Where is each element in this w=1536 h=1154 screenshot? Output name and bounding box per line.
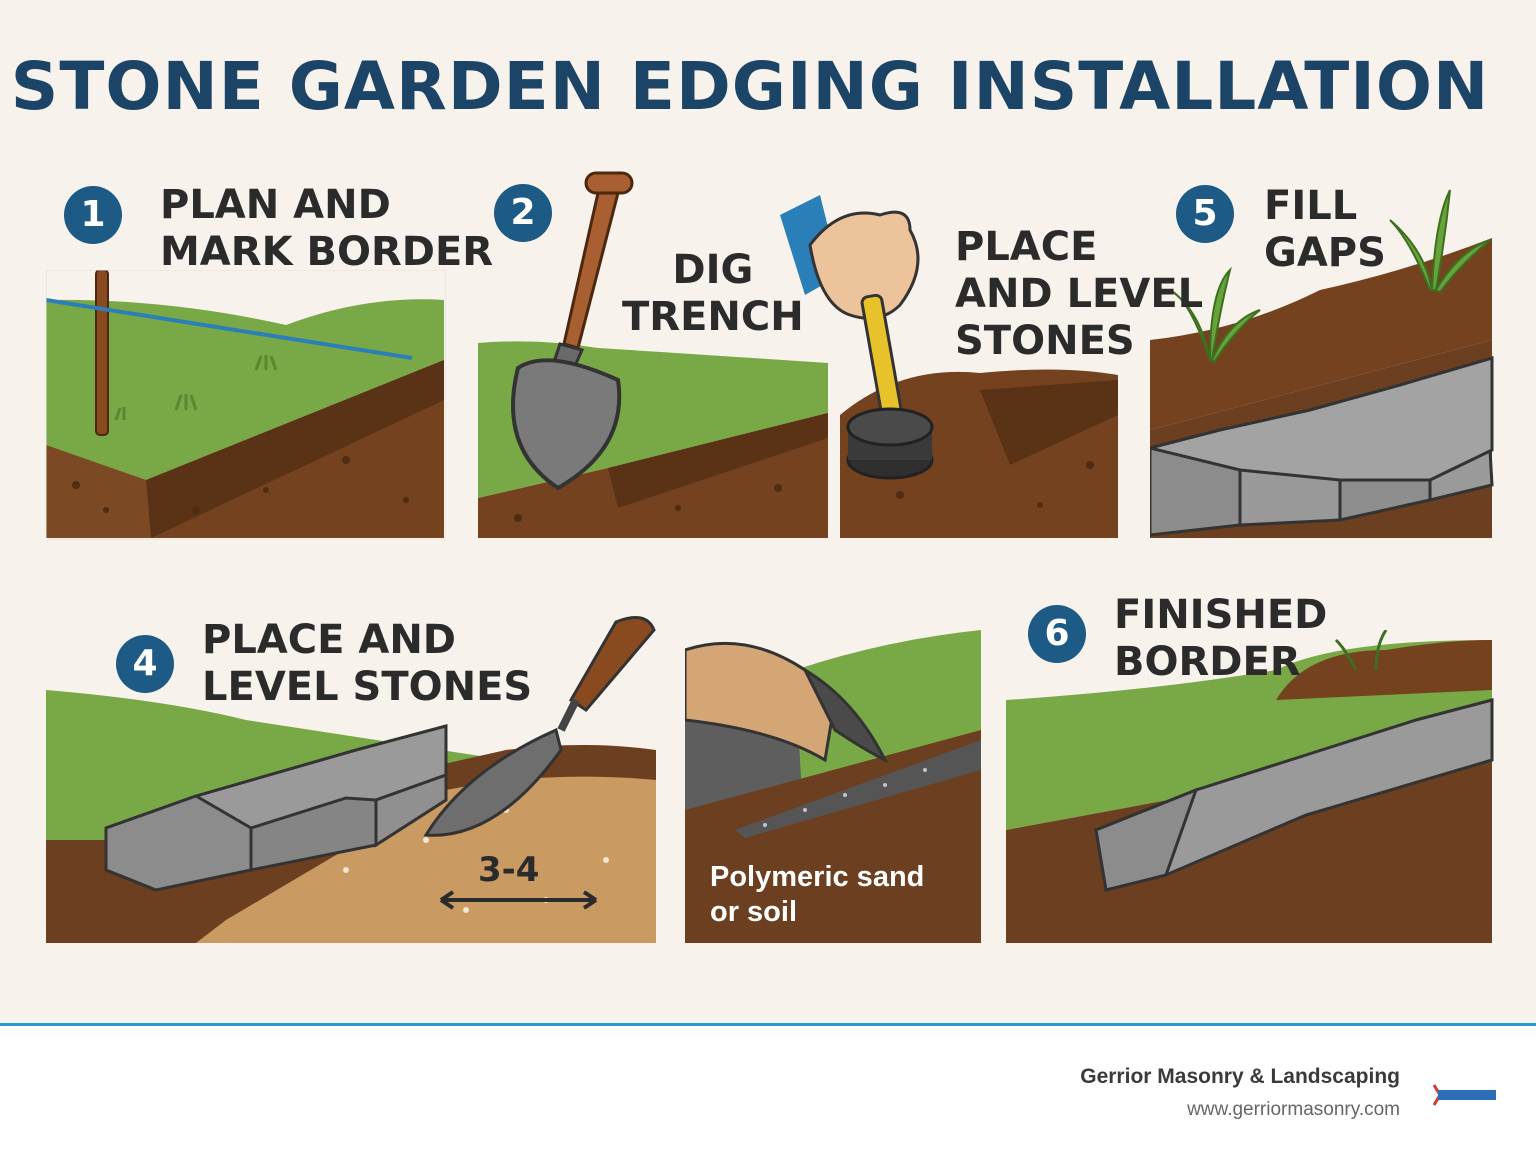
panel-place-and-level-stones (46, 616, 656, 943)
flower-icon (1334, 630, 1388, 671)
panel-fill-gaps (1150, 189, 1494, 538)
stone-row (104, 724, 448, 892)
step-2-badge: 2 (494, 184, 552, 242)
step-6-label: FINISHED BORDER (1114, 592, 1328, 686)
step-6-badge: 6 (1028, 605, 1086, 663)
company-name: Gerrior Masonry & Landscaping (1080, 1065, 1400, 1088)
tamper-icon (846, 293, 934, 480)
stone-row (1150, 355, 1494, 537)
panel-polymeric-sand (685, 630, 981, 943)
stone-row (1094, 698, 1494, 892)
step-4-label: PLACE AND LEVEL STONES (202, 617, 533, 711)
step-3-label: PLACE AND LEVEL STONES (955, 224, 1204, 365)
marker-stake (95, 270, 109, 436)
panel-plan-and-mark (46, 270, 446, 540)
step-2-label: DIG TRENCH (622, 247, 804, 341)
step-5-badge: 5 (1176, 185, 1234, 243)
step-1-badge: 1 (64, 186, 122, 244)
company-website[interactable]: www.gerriormasonry.com (1187, 1099, 1400, 1120)
shovel-icon (511, 171, 634, 491)
panel-dig-trench (478, 171, 828, 538)
step-4-badge: 4 (116, 635, 174, 693)
plant-icon (1169, 189, 1491, 364)
depth-arrow (439, 890, 598, 910)
panel-finished-border (1006, 630, 1494, 943)
trowel-icon (423, 616, 656, 837)
hand-icon (808, 210, 920, 320)
depth-label: 3-4 (478, 850, 540, 890)
fill-material-label: Polymeric sand or soil (710, 861, 925, 928)
page-title: STONE GARDEN EDGING INSTALLATION (10, 48, 1490, 125)
company-logo (1432, 1084, 1496, 1106)
panel-place-and-level-tamper (780, 195, 1118, 538)
step-1-label: PLAN AND MARK BORDER (160, 182, 494, 276)
hand-icon (685, 641, 889, 764)
marking-string (46, 298, 413, 360)
footer (0, 1026, 1536, 1154)
step-5-label: FILL GAPS (1264, 183, 1386, 277)
footer-divider (0, 1023, 1536, 1026)
